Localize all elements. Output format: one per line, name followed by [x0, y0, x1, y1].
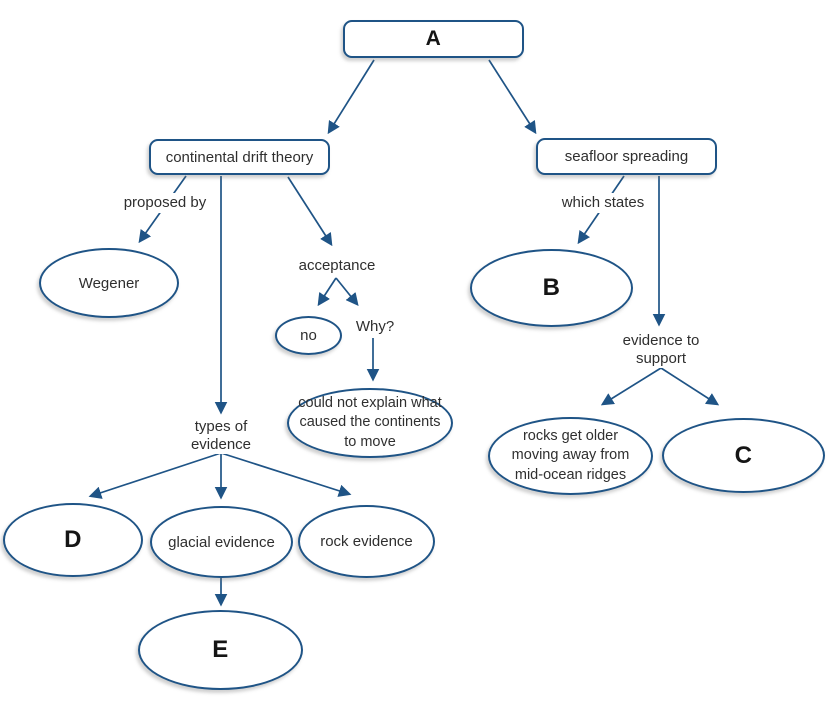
node-e-label: E: [212, 636, 229, 663]
node-could-not-explain: could not explain what caused the contin…: [287, 388, 453, 458]
node-root-a-label: A: [425, 27, 442, 50]
edge-a-to-continental: [327, 59, 375, 135]
node-rocks-get-older: rocks get older moving away from mid-oce…: [488, 417, 653, 495]
edge-label-why: Why?: [352, 317, 398, 337]
node-wegener: Wegener: [39, 248, 179, 318]
edge-label-which-states: which states: [558, 193, 648, 213]
node-no: no: [275, 316, 342, 355]
edge-label-acceptance: acceptance: [296, 256, 378, 276]
node-wegener-label: Wegener: [78, 274, 140, 292]
node-seafloor-spreading: seafloor spreading: [536, 138, 717, 175]
node-b-label: B: [542, 274, 561, 301]
edge-types-to-rock: [220, 452, 352, 497]
edge-acceptance-to-why: [335, 277, 359, 306]
edge-label-proposed-by: proposed by: [121, 193, 209, 213]
node-continental-drift-theory-label: continental drift theory: [165, 148, 314, 166]
node-continental-drift-theory: continental drift theory: [149, 139, 330, 175]
node-rocks-get-older-label: rocks get older moving away from mid-oce…: [511, 428, 630, 483]
node-no-label: no: [300, 327, 317, 344]
edge-label-evidence-to-support: evidence to support: [622, 331, 700, 369]
node-rock-evidence: rock evidence: [298, 505, 435, 578]
node-rock-evidence-label: rock evidence: [320, 533, 413, 550]
node-b: B: [470, 249, 633, 327]
node-d-label: D: [64, 526, 82, 553]
node-c: C: [662, 418, 825, 493]
edge-acceptance-to-no: [317, 277, 337, 307]
edge-label-types-of-evidence: types of evidence: [189, 417, 253, 455]
node-glacial-evidence: glacial evidence: [150, 506, 293, 578]
edge-evidence-to-c: [660, 367, 720, 406]
edge-types-to-d: [88, 452, 222, 499]
node-root-a: A: [343, 20, 524, 58]
node-glacial-evidence-label: glacial evidence: [168, 533, 275, 551]
node-e: E: [138, 610, 303, 690]
node-c-label: C: [734, 441, 753, 469]
node-seafloor-spreading-label: seafloor spreading: [564, 148, 689, 165]
node-d: D: [3, 503, 143, 577]
edge-a-to-seafloor: [488, 59, 537, 135]
edge-continental-to-acceptance: [287, 176, 333, 247]
node-could-not-explain-label: could not explain what caused the contin…: [298, 395, 442, 450]
edge-evidence-to-rocks-older: [600, 367, 662, 406]
